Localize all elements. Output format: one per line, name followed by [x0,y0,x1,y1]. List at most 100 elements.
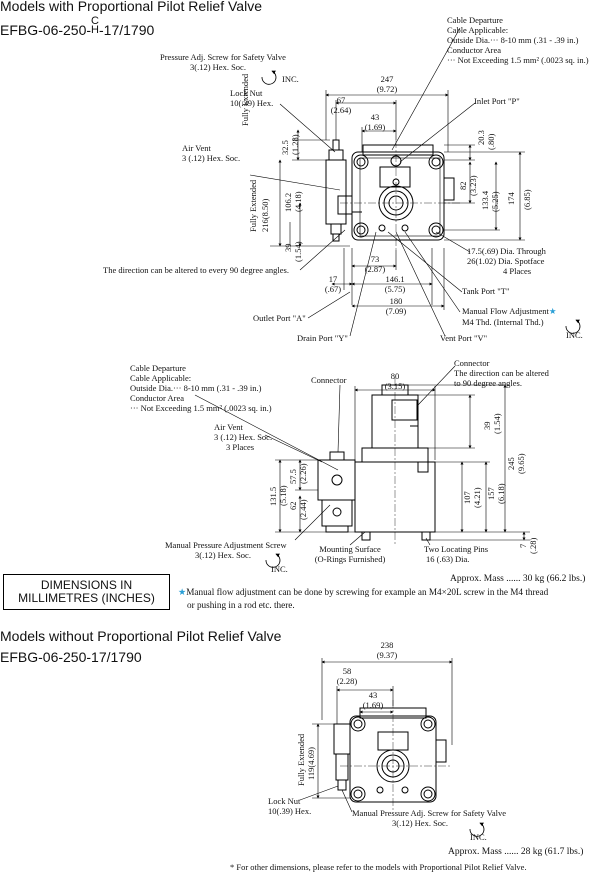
dim-43-top: 43 (1.69) [360,112,390,132]
dim-107-in: (4.21) [472,487,482,508]
lock-nut-hex: 10(.39) Hex. [230,98,274,108]
dim-39-side-in: (1.54) [492,413,502,434]
dim-131-5: 131.5 [268,486,278,506]
pressure-adj-hex: 3(.12) Hex. Soc. [190,62,246,72]
side-conductor-limit: ··· Not Exceeding 1.5 mm² (.0023 sq. in.… [130,403,272,413]
dim-238: 238 (9.37) [372,640,402,660]
inlet-port-label: Inlet Port "P" [474,96,520,106]
mounting-surface-note: Mounting Surface (O-Rings Furnished) [308,544,392,564]
mass-side: Approx. Mass ...... 30 kg (66.2 lbs.) [450,574,586,584]
dim-247: 247 (9.72) [372,74,402,94]
side-air-vent-places: 3 Places [226,442,255,452]
drain-port-label: Drain Port "Y" [297,333,348,343]
conductor-limit-label: ··· Not Exceeding 1.5 mm² (.0023 sq. in.… [447,55,589,65]
bottom-lock-nut-hex: 10(.39) Hex. [268,806,312,816]
mass-bottom: Approx. Mass ...... 28 kg (61.7 lbs.) [448,847,584,857]
locating-pins-dia: 16 (.63) Dia. [426,554,470,564]
outlet-port-label: Outlet Port "A" [253,313,306,323]
pressure-adj-note: Pressure Adj. Screw for Safety Valve 3(.… [160,52,286,72]
dim-133-4: 133.4 [480,190,490,210]
dim-174: 174 [506,192,516,205]
dim-73-mm: 73 [370,254,380,264]
dim-67-in: (2.64) [330,105,352,115]
tank-port-label: Tank Port "T" [462,286,510,296]
dim-43-bottom-mm: 43 [368,690,378,700]
dim-32-5-in: (1.28) [290,134,300,155]
manual-flow-label: Manual Flow Adjustment [462,306,549,316]
mounting-surface-label: Mounting Surface [319,544,381,554]
dim-133-4-in: (5.25) [490,191,500,212]
dim-62: 62 [288,501,298,511]
manual-pressure-label: Manual Pressure Adjustment Screw [165,540,287,550]
dim-119: 119(4.69) [306,747,316,780]
manual-flow-note: Manual Flow Adjustment★ M4 Thd. (Interna… [462,306,557,327]
dim-107: 107 [462,491,472,504]
side-cable-departure-note: Cable Departure Cable Applicable: Outsid… [130,363,272,413]
section1-title: Models with Proportional Pilot Relief Va… [0,0,262,14]
dim-39-side: 39 [482,421,492,431]
dim-131-5-in: (5.18) [278,485,288,506]
air-vent-note: Air Vent 3 (.12) Hex. Soc. [182,143,240,163]
dim-180-mm: 180 [389,296,403,306]
dim-80-mm: 80 [390,371,400,381]
vent-port-label: Vent Port "V" [440,333,488,343]
dim-7: 7 [518,543,528,548]
fully-extended-b: Fully Extended [248,179,258,232]
connector-right-line2: to 90 degree angles. [454,378,522,388]
lock-nut-label: Lock Nut [230,88,263,98]
dim-106-2-in: (4.18) [293,191,303,212]
dim-62-in: (2.44) [298,499,308,520]
locating-pins-note: Two Locating Pins 16 (.63) Dia. [424,544,488,564]
dim-57-5-in: (2.26) [298,463,308,484]
cable-applicable-label: Cable Applicable: [447,25,509,35]
dim-106-2: 106.2 [283,193,293,212]
dim-67-mm: 67 [336,95,346,105]
places4-label: 4 Places [503,266,532,276]
connector-right-label: Connector [454,358,490,368]
side-cable-departure-label: Cable Departure [130,363,186,373]
dim-43-bottom: 43 (1.69) [360,690,386,710]
dim-20-3: 20.3 [476,130,486,145]
dim-43-top-in: (1.69) [364,122,386,132]
top-view-drawing [325,139,455,242]
side-conductor-area: Conductor Area [130,393,185,403]
dim-32-5: 32.5 [280,140,290,155]
dim-17-in: (.67) [324,284,342,294]
side-outside-dia: Outside Dia.··· 8-10 mm (.31 - .39 in.) [130,383,262,393]
model-prefix: EFBG-06-250- [0,22,92,38]
bottom-pressure-adj-hex: 3(.12) Hex. Soc. [392,818,448,828]
connector-right-line1: The direction can be altered [454,368,549,378]
section2-title: Models without Proportional Pilot Relief… [0,628,282,644]
manual-pressure-hex: 3(.12) Hex. Soc. [195,550,251,560]
through-note: 17.5(.69) Dia. Through 26(1.02) Dia. Spo… [467,246,546,276]
side-air-vent-note: Air Vent 3 (.12) Hex. Soc. 3 Places [214,422,272,452]
dim-43-bottom-in: (1.69) [362,700,384,710]
dim-180-in: (7.09) [385,306,407,316]
dimensions-box: DIMENSIONS IN MILLIMETRES (INCHES) [3,574,170,610]
dim-106-2-mm: 106.2 [283,192,293,212]
inc-label-flow: INC. [566,330,583,340]
dim-39-top: 39 [283,243,293,253]
model-variant-h: H [91,24,99,37]
dim-180: 180 (7.09) [380,296,412,316]
dim-82-in: (3.23) [468,175,478,196]
spotface-label: 26(1.02) Dia. Spotface [467,256,545,266]
side-view-drawing [317,384,436,541]
inc-label-bottom: INC. [470,832,487,842]
dim-80: 80 (3.15) [382,371,408,391]
dim-146-1: 146.1 (5.75) [378,274,412,294]
dim-39-top-in: (1.54) [293,241,303,262]
dim-32-5-mm: 32.5 [280,140,290,155]
dim-43-top-mm: 43 [370,112,380,122]
manual-flow-thd: M4 Thd. (Internal Thd.) [462,317,544,327]
footnote-line2: or pushing in a rod etc. there. [187,600,295,610]
star-icon: ★ [178,587,187,598]
dim-174-in: (6.85) [522,189,532,210]
dim-58: 58 (2.28) [334,666,360,686]
conductor-area-label: Conductor Area [447,45,502,55]
dim-238-in: (9.37) [376,650,398,660]
direction-note: The direction can be altered to every 90… [103,265,289,275]
dim-20-3-in: (.80) [486,133,496,150]
